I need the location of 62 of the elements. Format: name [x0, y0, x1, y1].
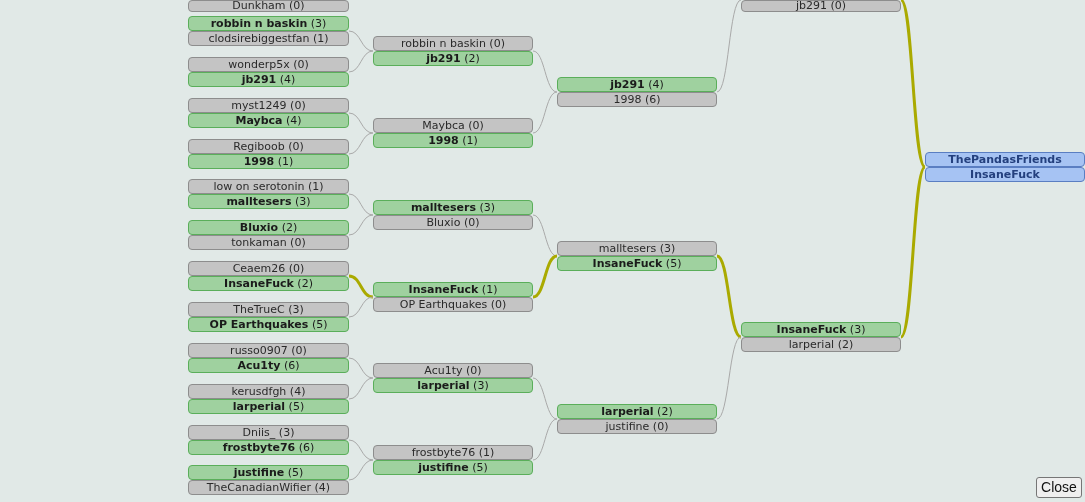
winner-slot: InsaneFuck (5) [557, 256, 717, 271]
loser-slot: kerusdfgh (4) [188, 384, 349, 399]
winner-slot: larperial (2) [557, 404, 717, 419]
winner-slot: InsaneFuck (2) [188, 276, 349, 291]
close-button: Close [1036, 477, 1082, 498]
loser-slot: frostbyte76 (1) [373, 445, 533, 460]
loser-slot: 1998 (6) [557, 92, 717, 107]
loser-slot: Dunkham (0) [188, 0, 349, 12]
loser-slot: jb291 (0) [741, 0, 901, 12]
winner-slot: OP Earthquakes (5) [188, 317, 349, 332]
bracket-connector [532, 418, 558, 461]
bracket-connector [899, 0, 927, 168]
winner-slot: malltesers (3) [373, 200, 533, 215]
loser-slot: TheTrueC (3) [188, 302, 349, 317]
loser-slot: larperial (2) [741, 337, 901, 352]
bracket-connector [716, 336, 742, 420]
loser-slot: Regiboob (0) [188, 139, 349, 154]
loser-slot: robbin n baskin (0) [373, 36, 533, 51]
winner-slot: 1998 (1) [373, 133, 533, 148]
winner-slot: Acu1ty (6) [188, 358, 349, 373]
loser-slot: Ceaem26 (0) [188, 261, 349, 276]
loser-slot: justifine (0) [557, 419, 717, 434]
winner-slot: malltesers (3) [188, 194, 349, 209]
loser-slot: wonderp5x (0) [188, 57, 349, 72]
bracket-connector [716, 254, 742, 339]
loser-slot: Acu1ty (0) [373, 363, 533, 378]
winner-slot: Bluxio (2) [188, 220, 349, 235]
bracket-connector [348, 30, 374, 52]
winner-slot: justifine (5) [373, 460, 533, 475]
bracket-connector [348, 377, 374, 400]
winner-slot: jb291 (4) [557, 77, 717, 92]
bracket-connector [532, 91, 558, 134]
bracket-connector [348, 132, 374, 155]
winner-slot: larperial (5) [188, 399, 349, 414]
loser-slot: myst1249 (0) [188, 98, 349, 113]
loser-slot: tonkaman (0) [188, 235, 349, 250]
winner-slot: robbin n baskin (3) [188, 16, 349, 31]
winner-slot: jb291 (2) [373, 51, 533, 66]
finalist-slot: ThePandasFriends [925, 152, 1085, 167]
winner-slot: jb291 (4) [188, 72, 349, 87]
finalist-slot: InsaneFuck [925, 167, 1085, 182]
bracket-connector [348, 296, 374, 318]
winner-slot: InsaneFuck (3) [741, 322, 901, 337]
loser-slot: OP Earthquakes (0) [373, 297, 533, 312]
loser-slot: Dniis_ (3) [188, 425, 349, 440]
winner-slot: 1998 (1) [188, 154, 349, 169]
bracket-connector [532, 214, 558, 257]
bracket-connector [348, 50, 374, 73]
winner-slot: justifine (5) [188, 465, 349, 480]
loser-slot: low on serotonin (1) [188, 179, 349, 194]
loser-slot: TheCanadianWifier (4) [188, 480, 349, 495]
bracket-connector [716, 0, 742, 93]
bracket-connector [899, 166, 927, 338]
loser-slot: Maybca (0) [373, 118, 533, 133]
winner-slot: Maybca (4) [188, 113, 349, 128]
winner-slot: frostbyte76 (6) [188, 440, 349, 455]
loser-slot: russo0907 (0) [188, 343, 349, 358]
loser-slot: clodsirebiggestfan (1) [188, 31, 349, 46]
winner-slot: InsaneFuck (1) [373, 282, 533, 297]
loser-slot: Bluxio (0) [373, 215, 533, 230]
loser-slot: malltesers (3) [557, 241, 717, 256]
winner-slot: larperial (3) [373, 378, 533, 393]
